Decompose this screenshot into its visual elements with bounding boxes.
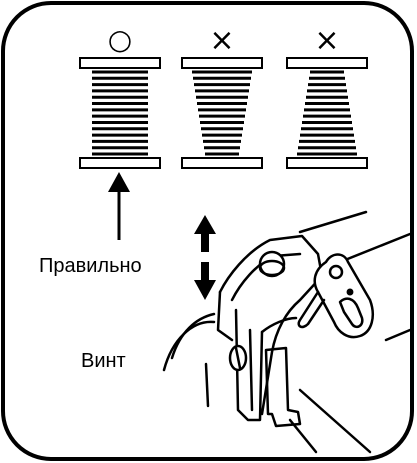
screw-label: Винт — [80, 350, 127, 372]
up-down-arrow-icon — [194, 215, 216, 300]
bobbin-winder-mechanism — [162, 210, 412, 454]
up-arrow-icon — [108, 172, 130, 240]
incorrect-mark-icon: × — [314, 23, 340, 58]
incorrect-mark-icon: × — [209, 23, 235, 58]
correct-mark-icon: ○ — [107, 23, 133, 56]
spool-correct — [79, 57, 161, 169]
spool-incorrect-top-heavy — [181, 57, 263, 169]
correct-label: Правильно — [38, 255, 143, 277]
spool-incorrect-bottom-heavy — [286, 57, 368, 169]
